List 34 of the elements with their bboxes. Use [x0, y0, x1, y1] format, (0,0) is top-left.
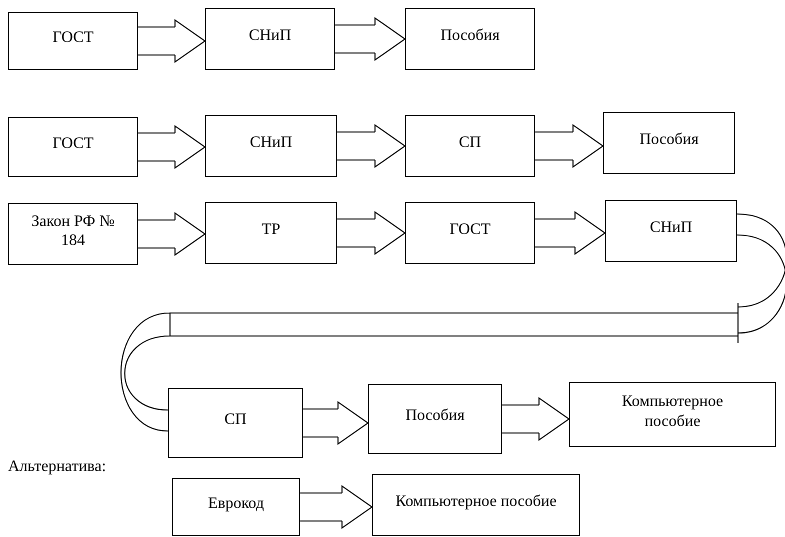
box-label: СП — [224, 410, 247, 430]
box-label: Пособия — [405, 406, 465, 426]
document-box — [8, 12, 138, 70]
box-label: ТР — [262, 220, 280, 240]
document-box — [569, 382, 776, 447]
document-box — [205, 8, 335, 70]
document-box — [372, 474, 580, 536]
box-label: ГОСТ — [52, 134, 94, 154]
box-label: Компьютерное пособие — [620, 392, 724, 431]
box-label: Закон РФ № 184 — [31, 212, 115, 250]
box-label: СНиП — [650, 218, 692, 238]
document-box — [605, 200, 737, 262]
document-box — [168, 388, 303, 458]
document-box — [405, 8, 535, 70]
wrap-band-connector — [120, 213, 785, 432]
box-label: Пособия — [440, 26, 500, 46]
box-label: СП — [458, 133, 482, 153]
box-label: ГОСТ — [449, 220, 491, 240]
document-box — [205, 202, 337, 264]
box-label: Еврокод — [208, 494, 264, 514]
document-box — [8, 203, 138, 265]
document-box — [368, 384, 502, 454]
document-box — [405, 115, 535, 177]
box-label: Компьютерное пособие — [395, 492, 557, 512]
box-label: СНиП — [248, 26, 292, 46]
document-box — [172, 478, 300, 536]
document-box — [405, 202, 535, 264]
note-text: Альтернатива: — [8, 458, 106, 476]
box-label: ГОСТ — [52, 28, 94, 48]
box-label: СНиП — [250, 133, 292, 153]
document-box — [205, 115, 337, 177]
box-label: Пособия — [639, 130, 699, 150]
document-box — [8, 117, 138, 177]
document-box — [603, 112, 735, 174]
